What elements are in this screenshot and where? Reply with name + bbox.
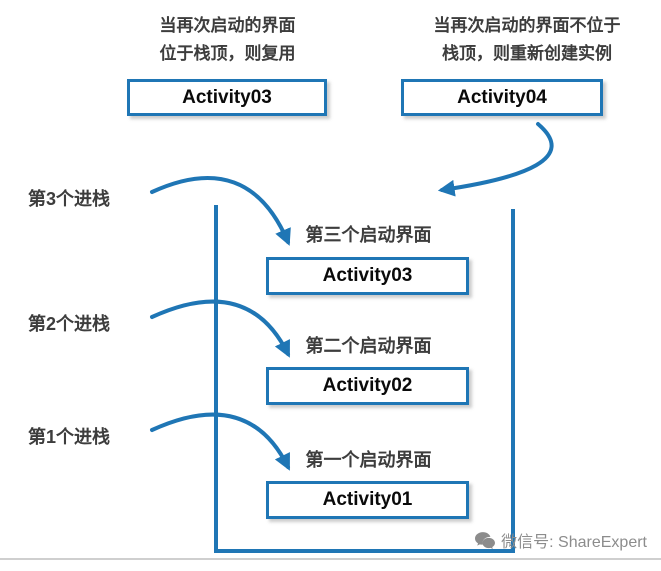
wechat-icon (475, 531, 496, 549)
stack-caption-2: 第二个启动界面 (305, 336, 432, 356)
push-label-3: 第3个进栈 (28, 189, 111, 209)
watermark-text: 微信号: ShareExpert (501, 534, 647, 551)
stack-box-activity02: Activity02 (266, 367, 469, 405)
top-right-caption-line1: 当再次启动的界面不位于 (433, 16, 621, 35)
top-left-caption: 当再次启动的界面 位于栈顶，则复用 (110, 12, 345, 68)
stack-caption-1: 第一个启动界面 (305, 450, 432, 470)
activity03-top-box: Activity03 (127, 79, 327, 116)
stack-box-activity03: Activity03 (266, 257, 469, 295)
top-left-caption-line1: 当再次启动的界面 (159, 16, 296, 35)
stack-box-activity01: Activity01 (266, 481, 469, 519)
stack-box-activity01-label: Activity01 (322, 489, 413, 510)
recreate-arrow (437, 122, 554, 197)
push-label-1: 第1个进栈 (28, 427, 111, 447)
activity04-top-label: Activity04 (457, 86, 547, 108)
top-left-caption-line2: 位于栈顶，则复用 (159, 44, 296, 64)
stack-box-activity03-label: Activity03 (322, 265, 413, 286)
stack-box-activity02-label: Activity02 (322, 375, 413, 396)
top-right-caption-line2: 栈顶，则重新创建实例 (442, 44, 612, 64)
activity04-top-box: Activity04 (401, 79, 603, 116)
top-right-caption: 当再次启动的界面不位于 栈顶，则重新创建实例 (403, 12, 651, 68)
stack-caption-3: 第三个启动界面 (305, 225, 432, 245)
bottom-divider (0, 558, 661, 560)
activity03-top-label: Activity03 (182, 86, 272, 108)
push-label-2: 第2个进栈 (28, 314, 111, 334)
watermark: 微信号: ShareExpert (475, 528, 647, 552)
